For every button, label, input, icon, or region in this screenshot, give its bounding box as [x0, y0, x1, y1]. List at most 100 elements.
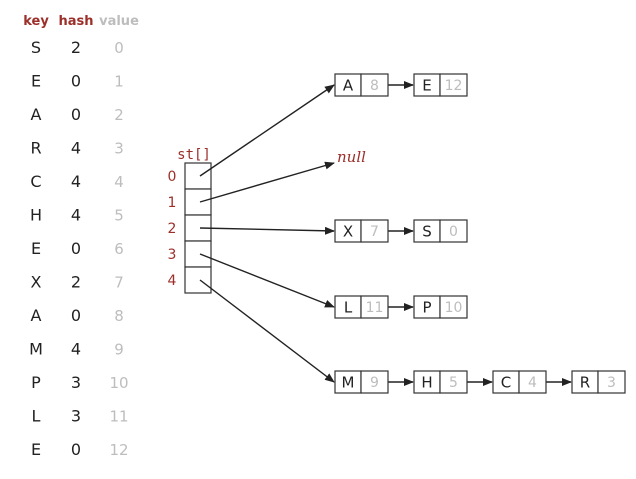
row-key: P — [31, 373, 41, 392]
node-value: 9 — [370, 375, 379, 391]
row-key: C — [30, 172, 41, 191]
node-key: M — [342, 374, 355, 392]
node-value: 10 — [445, 300, 463, 316]
table-row: A 0 8 — [31, 306, 124, 325]
header-key: key — [23, 14, 49, 29]
row-hash: 0 — [71, 306, 81, 325]
node-key: L — [344, 299, 353, 317]
row-hash: 4 — [71, 206, 81, 225]
row-value: 7 — [114, 274, 124, 292]
row-value: 8 — [114, 307, 124, 325]
node-value: 7 — [370, 224, 379, 240]
row-hash: 3 — [71, 407, 81, 426]
table-row: C 4 4 — [30, 172, 123, 191]
row-hash: 0 — [71, 239, 81, 258]
row-hash: 4 — [71, 139, 81, 158]
node-value: 0 — [449, 224, 458, 240]
row-hash: 0 — [71, 72, 81, 91]
row-value: 3 — [114, 140, 124, 158]
chain-link — [199, 84, 335, 177]
row-hash: 2 — [71, 38, 81, 57]
row-hash: 2 — [71, 273, 81, 292]
row-key: S — [31, 38, 41, 57]
node-value-box — [439, 370, 468, 394]
row-hash: 3 — [71, 373, 81, 392]
node-key: X — [343, 223, 353, 241]
row-key: A — [31, 105, 42, 124]
row-key: L — [32, 407, 41, 426]
table-row: R 4 3 — [30, 139, 123, 158]
row-value: 10 — [109, 374, 128, 392]
row-key: E — [31, 239, 41, 258]
row-value: 1 — [114, 73, 124, 91]
array-cell — [184, 240, 212, 268]
row-value: 12 — [109, 441, 128, 459]
row-key: M — [29, 340, 43, 359]
chain-link — [199, 279, 335, 383]
row-key: H — [30, 206, 42, 225]
node-value-box — [439, 73, 468, 97]
array-index: 4 — [168, 273, 177, 289]
row-value: 4 — [114, 173, 124, 191]
row-hash: 4 — [71, 340, 81, 359]
row-hash: 0 — [71, 105, 81, 124]
array-label: st[] — [177, 147, 211, 163]
node-value: 11 — [366, 300, 384, 316]
header-value: value — [99, 14, 139, 29]
table-row: P 3 10 — [31, 373, 128, 392]
node-value: 8 — [370, 78, 379, 94]
node-key: E — [422, 77, 431, 95]
node-value-box — [597, 370, 626, 394]
node-value: 3 — [607, 375, 616, 391]
node-value-box — [439, 219, 468, 243]
node-value-box — [360, 219, 389, 243]
node-key: R — [580, 374, 590, 392]
node-value-box — [360, 370, 389, 394]
row-value: 6 — [114, 240, 124, 258]
node-value: 4 — [528, 375, 537, 391]
row-key: E — [31, 72, 41, 91]
node-key: A — [343, 77, 354, 95]
array-cell — [184, 162, 212, 190]
node-value-box — [439, 295, 468, 319]
null-link — [199, 161, 335, 203]
chain-link — [199, 226, 335, 235]
chain-node: L 11 — [334, 295, 389, 319]
node-value-box — [360, 73, 389, 97]
node-value-box — [360, 295, 389, 319]
table-header: key hash value — [23, 14, 139, 29]
array-cell — [184, 266, 212, 294]
row-value: 11 — [109, 408, 128, 426]
row-key: A — [31, 306, 42, 325]
row-key: E — [31, 440, 41, 459]
node-value-box — [518, 370, 547, 394]
node-value: 5 — [449, 375, 458, 391]
table-row: A 0 2 — [31, 105, 124, 124]
array-index: 0 — [168, 169, 177, 185]
node-key: P — [422, 299, 431, 317]
table-row: E 0 1 — [31, 72, 124, 91]
array-index: 3 — [168, 247, 177, 263]
row-value: 2 — [114, 106, 124, 124]
null-label: null — [337, 148, 366, 166]
table-row: E 0 6 — [31, 239, 124, 258]
chain-node: P 10 — [413, 295, 468, 319]
row-hash: 4 — [71, 172, 81, 191]
row-key: R — [30, 139, 41, 158]
node-key: C — [501, 374, 511, 392]
